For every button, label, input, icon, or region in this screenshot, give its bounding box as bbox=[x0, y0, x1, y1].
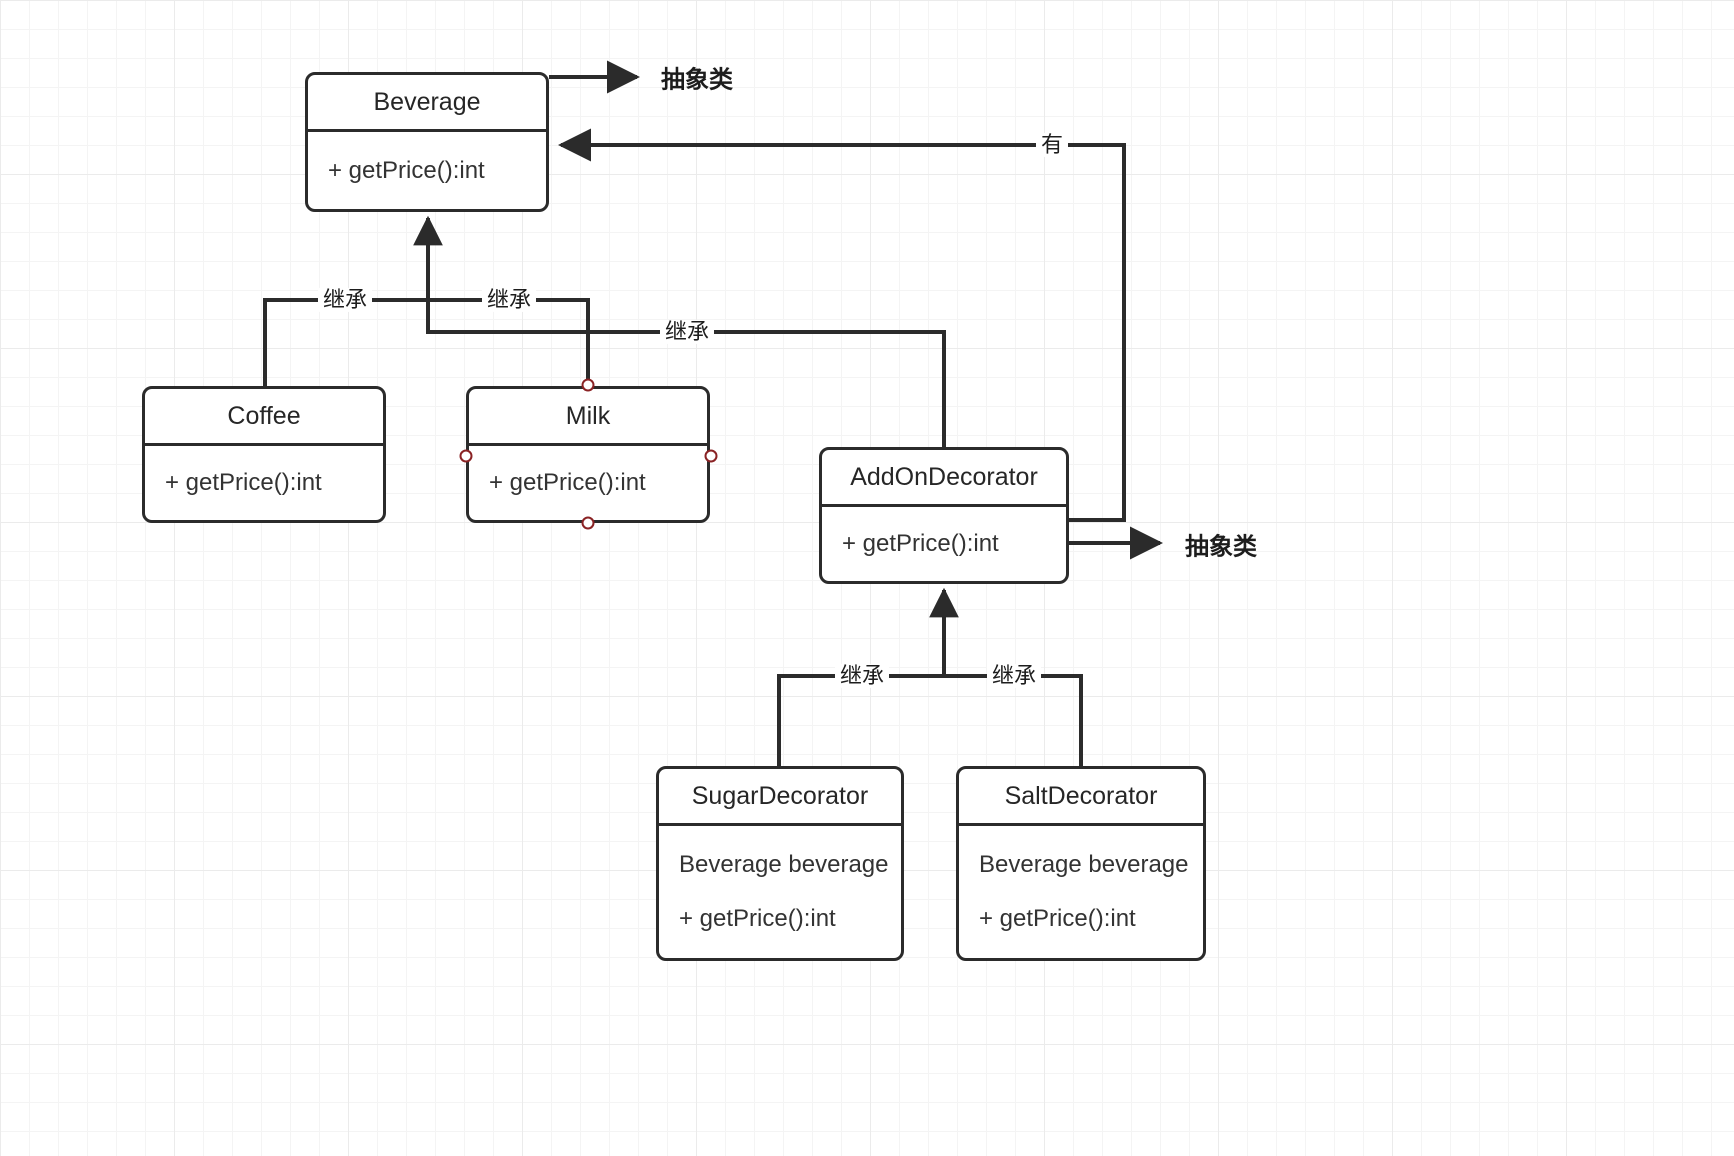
class-box-saltdecorator[interactable]: SaltDecorator Beverage beverage + getPri… bbox=[956, 766, 1206, 961]
class-title-addondecorator: AddOnDecorator bbox=[822, 450, 1066, 507]
class-title-milk: Milk bbox=[469, 389, 707, 446]
class-box-milk[interactable]: Milk + getPrice():int bbox=[466, 386, 710, 523]
anchor-handle-milk-right[interactable] bbox=[704, 449, 718, 463]
class-box-coffee[interactable]: Coffee + getPrice():int bbox=[142, 386, 386, 523]
anchor-handle-milk-left[interactable] bbox=[459, 449, 473, 463]
edge-salt-inherits bbox=[944, 674, 1083, 766]
edge-sugar-inherits bbox=[777, 674, 944, 766]
class-attr: + getPrice():int bbox=[328, 156, 485, 184]
edge-coffee-inherits bbox=[263, 298, 428, 386]
class-body-saltdecorator: Beverage beverage + getPrice():int bbox=[959, 826, 1203, 958]
edge-label-has-addon: 有 bbox=[1035, 132, 1069, 158]
class-title-coffee: Coffee bbox=[145, 389, 383, 446]
class-body-beverage: + getPrice():int bbox=[308, 132, 546, 209]
class-box-beverage[interactable]: Beverage + getPrice():int bbox=[305, 72, 549, 212]
class-attr: + getPrice():int bbox=[842, 530, 999, 557]
class-attr: + getPrice():int bbox=[165, 469, 322, 496]
annotation-abstract-beverage: 抽象类 bbox=[661, 66, 733, 94]
class-box-addondecorator[interactable]: AddOnDecorator + getPrice():int bbox=[819, 447, 1069, 584]
edge-label-inherit-coffee: 继承 bbox=[317, 287, 373, 313]
edge-label-inherit-salt: 继承 bbox=[986, 663, 1042, 689]
class-body-addondecorator: + getPrice():int bbox=[822, 507, 1066, 581]
class-body-coffee: + getPrice():int bbox=[145, 446, 383, 520]
class-title-sugardecorator: SugarDecorator bbox=[659, 769, 901, 826]
class-title-saltdecorator: SaltDecorator bbox=[959, 769, 1203, 826]
class-attr: + getPrice():int bbox=[489, 469, 646, 496]
class-box-sugardecorator[interactable]: SugarDecorator Beverage beverage + getPr… bbox=[656, 766, 904, 961]
class-attr: Beverage beverage bbox=[979, 851, 1189, 878]
class-title-beverage: Beverage bbox=[308, 75, 546, 132]
edge-label-inherit-addon: 继承 bbox=[659, 319, 715, 345]
edge-label-inherit-milk: 继承 bbox=[481, 287, 537, 313]
anchor-handle-milk-top[interactable] bbox=[581, 378, 595, 392]
edge-milk-inherits bbox=[428, 298, 590, 385]
edge-label-inherit-sugar: 继承 bbox=[834, 663, 890, 689]
class-attr: Beverage beverage bbox=[679, 851, 889, 878]
class-attr: + getPrice():int bbox=[679, 905, 836, 932]
class-body-sugardecorator: Beverage beverage + getPrice():int bbox=[659, 826, 901, 958]
class-attr: + getPrice():int bbox=[979, 905, 1136, 932]
class-body-milk: + getPrice():int bbox=[469, 446, 707, 520]
anchor-handle-milk-bottom[interactable] bbox=[581, 516, 595, 530]
annotation-abstract-addondecorator: 抽象类 bbox=[1185, 533, 1257, 561]
